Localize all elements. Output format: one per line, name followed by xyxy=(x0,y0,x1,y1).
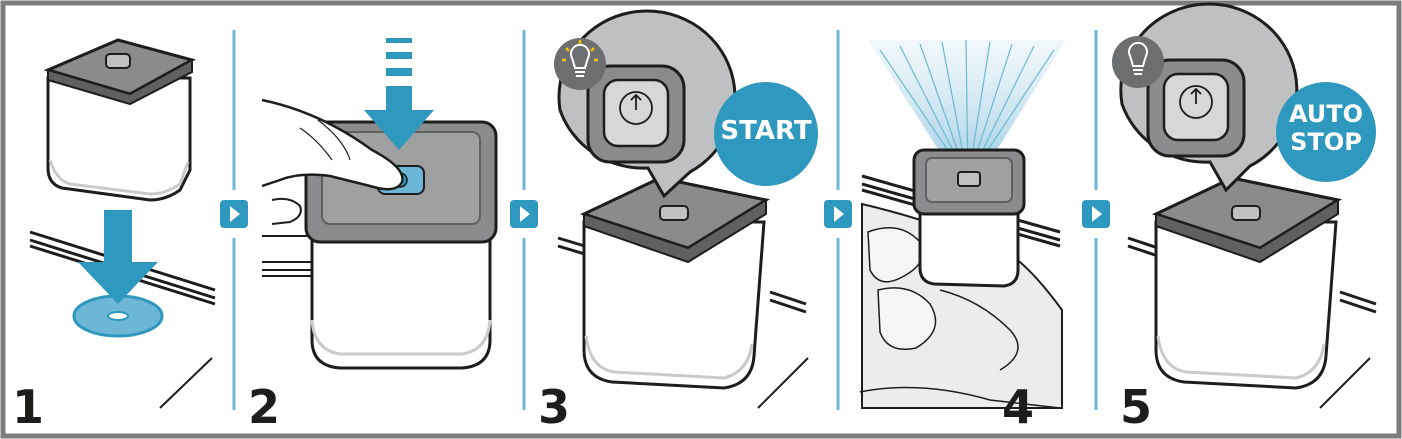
play-arrow-icon xyxy=(230,206,240,222)
separator-1 xyxy=(220,30,248,410)
device-body xyxy=(1154,220,1338,390)
device-button xyxy=(105,53,131,69)
stop-label: STOP xyxy=(1290,128,1362,156)
step-number-4: 4 xyxy=(1002,380,1035,434)
device-body xyxy=(46,76,192,202)
play-arrow-icon xyxy=(834,206,844,222)
step-number-2: 2 xyxy=(248,380,281,434)
lightbulb-on-icon xyxy=(562,40,598,77)
start-label: START xyxy=(720,116,812,146)
step-number-3: 3 xyxy=(538,380,571,434)
lightbulb-off-icon xyxy=(1128,41,1148,75)
device-body xyxy=(582,220,766,390)
panel-step-3 xyxy=(554,9,818,409)
finger-hand xyxy=(261,98,404,191)
press-arrow-icon xyxy=(364,86,434,150)
power-icon xyxy=(1179,85,1213,119)
separator-3 xyxy=(824,30,852,410)
play-arrow-icon xyxy=(520,206,530,222)
panel-step-2 xyxy=(261,38,498,370)
step-number-5: 5 xyxy=(1120,380,1153,434)
separator-4 xyxy=(1082,30,1110,410)
power-icon xyxy=(619,91,653,125)
down-arrow-icon xyxy=(78,210,158,304)
panel-step-4 xyxy=(859,39,1066,409)
panel-step-5 xyxy=(1112,2,1377,409)
play-arrow-icon xyxy=(1092,206,1102,222)
separator-2 xyxy=(510,30,538,410)
auto-label: AUTO xyxy=(1288,100,1364,128)
step-number-1: 1 xyxy=(12,380,45,434)
panel-step-1 xyxy=(29,38,216,409)
start-badge xyxy=(714,82,818,186)
auto-stop-badge xyxy=(1276,82,1376,182)
